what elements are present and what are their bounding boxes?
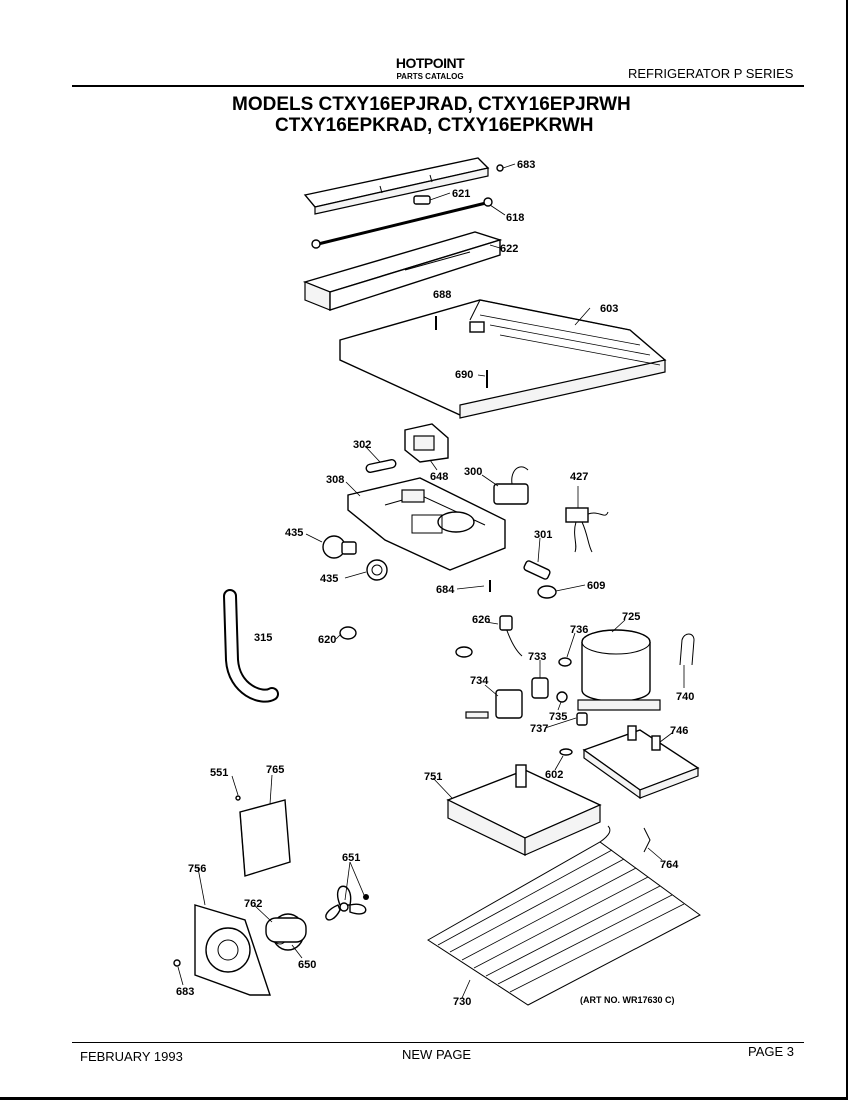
part-737 — [576, 712, 588, 726]
label-620: 620 — [318, 634, 336, 646]
label-609: 609 — [587, 580, 605, 592]
part-435-socket — [366, 559, 388, 581]
part-626 — [455, 615, 523, 658]
label-746: 746 — [670, 725, 688, 737]
label-603: 603 — [600, 303, 618, 315]
label-735: 735 — [549, 711, 567, 723]
series-label: REFRIGERATOR P SERIES — [628, 66, 794, 81]
label-427: 427 — [570, 471, 588, 483]
label-688: 688 — [433, 289, 451, 301]
label-651: 651 — [342, 852, 360, 864]
label-684: 684 — [436, 584, 455, 596]
label-734: 734 — [470, 675, 489, 687]
part-620 — [339, 626, 357, 640]
part-435-bulb — [322, 535, 357, 559]
part-733-relay — [531, 677, 549, 699]
footer-note: NEW PAGE — [402, 1047, 472, 1062]
leader-lines — [177, 163, 685, 999]
part-648-control — [404, 423, 449, 463]
label-435-socket: 435 — [320, 573, 338, 585]
part-301-plunger — [523, 560, 551, 580]
label-733: 733 — [528, 651, 546, 663]
screw-683-bottom — [173, 959, 181, 967]
part-650 — [265, 917, 307, 943]
footer-rule — [72, 1042, 804, 1043]
part-735 — [556, 691, 568, 703]
models-title-line-2: CTXY16EPKRAD, CTXY16EPKRWH — [275, 115, 594, 136]
screw-683-top — [496, 164, 504, 172]
catalog-label: PARTS CATALOG — [396, 72, 464, 81]
part-730-condenser — [427, 825, 701, 1006]
part-602 — [559, 748, 573, 756]
label-683: 683 — [517, 159, 535, 171]
part-764 — [643, 827, 651, 853]
label-300: 300 — [464, 466, 482, 478]
part-308-housing — [347, 477, 506, 571]
part-621-clip — [413, 195, 431, 205]
label-302: 302 — [353, 439, 371, 451]
label-751: 751 — [424, 771, 442, 783]
part-746-plate — [582, 725, 700, 800]
label-621: 621 — [452, 188, 470, 200]
label-756: 756 — [188, 863, 206, 875]
part-427-harness — [565, 507, 609, 553]
label-683-bottom: 683 — [176, 986, 194, 998]
label-736: 736 — [570, 624, 588, 636]
label-764: 764 — [660, 859, 679, 871]
label-762: 762 — [244, 898, 262, 910]
footer-date: FEBRUARY 1993 — [80, 1049, 183, 1064]
label-315: 315 — [254, 632, 272, 644]
part-765-duct — [239, 799, 291, 877]
screw-551 — [235, 795, 241, 801]
label-602: 602 — [545, 769, 563, 781]
part-651-fan-blade — [325, 885, 369, 921]
label-725: 725 — [622, 611, 640, 623]
label-622: 622 — [500, 243, 518, 255]
part-740-clip — [679, 633, 695, 666]
part-736 — [558, 657, 572, 667]
label-551: 551 — [210, 767, 228, 779]
header-rule — [72, 85, 804, 87]
part-302-bar — [365, 459, 397, 473]
part-622-panel — [302, 231, 503, 311]
label-435-bulb: 435 — [285, 527, 303, 539]
part-609 — [537, 585, 557, 599]
brand-name: HOTPOINT — [395, 55, 465, 71]
part-725-compressor — [577, 629, 661, 711]
part-300-switch — [493, 466, 529, 505]
label-650: 650 — [298, 959, 316, 971]
label-737: 737 — [530, 723, 548, 735]
art-number: (ART NO. WR17630 C) — [580, 995, 675, 1005]
part-618-rod — [311, 197, 493, 249]
label-618: 618 — [506, 212, 524, 224]
label-626: 626 — [472, 614, 490, 626]
part-756-bracket — [194, 904, 271, 996]
label-740: 740 — [676, 691, 694, 703]
models-title-line-1: MODELS CTXY16EPJRAD, CTXY16EPJRWH — [232, 94, 631, 115]
part-labels: 683 621 618 622 688 603 690 302 648 300 … — [176, 159, 694, 1008]
footer-page: PAGE 3 — [748, 1044, 795, 1059]
label-765: 765 — [266, 764, 284, 776]
part-603-panel — [339, 299, 667, 419]
label-690: 690 — [455, 369, 473, 381]
part-622-bar — [303, 157, 490, 215]
label-730: 730 — [453, 996, 471, 1008]
label-308: 308 — [326, 474, 344, 486]
part-751-drain-pan — [446, 764, 602, 856]
part-734-overload — [465, 689, 523, 719]
label-648: 648 — [430, 471, 448, 483]
label-301: 301 — [534, 529, 552, 541]
